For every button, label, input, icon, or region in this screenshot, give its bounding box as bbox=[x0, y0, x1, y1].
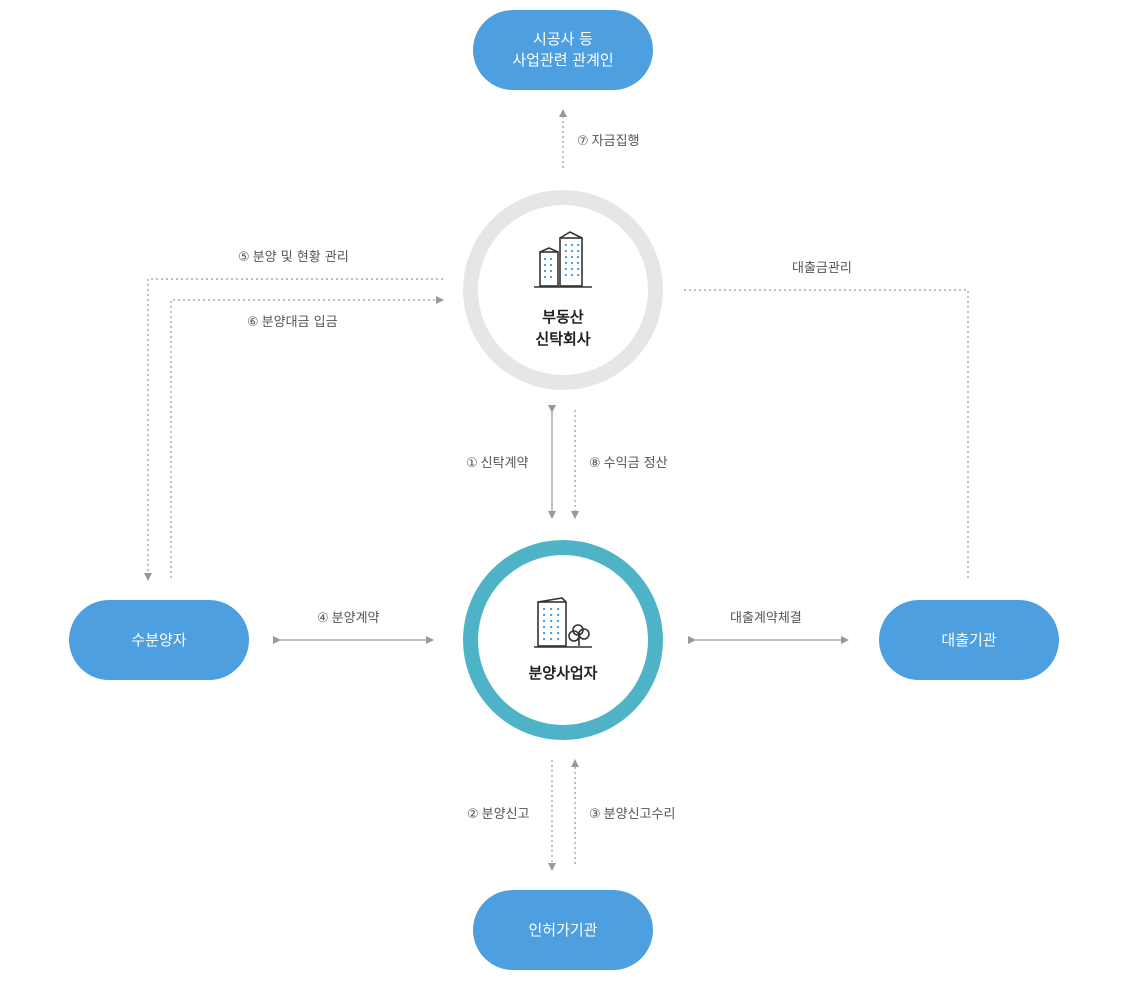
label-sales-report-accept-text: 분양신고수리 bbox=[603, 807, 676, 822]
lender-node: 대출기관 bbox=[879, 600, 1059, 680]
label-sales-report-accept-num: ③ bbox=[589, 807, 601, 822]
lender-label: 대출기관 bbox=[941, 630, 997, 649]
buyer-label: 수분양자 bbox=[131, 630, 187, 649]
contractor-line-2: 사업관련 관계인 bbox=[512, 51, 614, 69]
edge-sales-management bbox=[144, 278, 443, 581]
label-loan-contract-text: 대출계약체결 bbox=[730, 611, 802, 626]
label-fund-execution-text: 자금집행 bbox=[591, 134, 640, 149]
label-sales-management-text: 분양 및 현황 관리 bbox=[252, 250, 349, 265]
label-profit-settlement-num: ⑧ bbox=[589, 456, 601, 471]
label-sales-contract-num: ④ bbox=[317, 611, 329, 626]
contractor-node: 시공사 등 사업관련 관계인 bbox=[473, 10, 653, 90]
buyer-node: 수분양자 bbox=[69, 600, 249, 680]
label-trust-contract-num: ① bbox=[466, 456, 478, 471]
buildings-icon bbox=[534, 231, 592, 288]
label-trust-contract-text: 신탁계약 bbox=[480, 456, 529, 471]
developer-line-1: 분양사업자 bbox=[528, 664, 598, 682]
label-loan-management-text: 대출금관리 bbox=[792, 261, 852, 276]
trust-company-line-2: 신탁회사 bbox=[535, 330, 591, 348]
edge-sales-payment bbox=[170, 296, 444, 578]
authority-label: 인허가기관 bbox=[528, 920, 598, 939]
authority-node: 인허가기관 bbox=[473, 890, 653, 970]
building-tree-icon bbox=[534, 597, 592, 648]
label-sales-payment-text: 분양대금 입금 bbox=[261, 315, 338, 330]
trust-company-title: 부동산 신탁회사 bbox=[535, 306, 590, 350]
developer-title: 분양사업자 bbox=[528, 662, 597, 684]
label-sales-report-num: ② bbox=[467, 807, 479, 822]
label-fund-execution-num: ⑦ bbox=[577, 134, 589, 149]
label-sales-report-text: 분양신고 bbox=[481, 807, 530, 822]
label-sales-management-num: ⑤ bbox=[238, 250, 250, 265]
label-profit-settlement-text: 수익금 정산 bbox=[603, 456, 668, 471]
developer-node: 분양사업자 bbox=[463, 540, 663, 740]
trust-company-line-1: 부동산 bbox=[542, 308, 584, 326]
label-sales-contract-text: 분양계약 bbox=[331, 611, 380, 626]
label-sales-payment-num: ⑥ bbox=[247, 315, 259, 330]
contractor-line-1: 시공사 등 bbox=[533, 30, 593, 48]
label-loan-contract: 대출계약체결 bbox=[730, 610, 802, 628]
edge-loan-management bbox=[684, 289, 969, 580]
label-loan-management: 대출금관리 bbox=[792, 260, 852, 278]
trust-company-node: 부동산 신탁회사 bbox=[463, 190, 663, 390]
